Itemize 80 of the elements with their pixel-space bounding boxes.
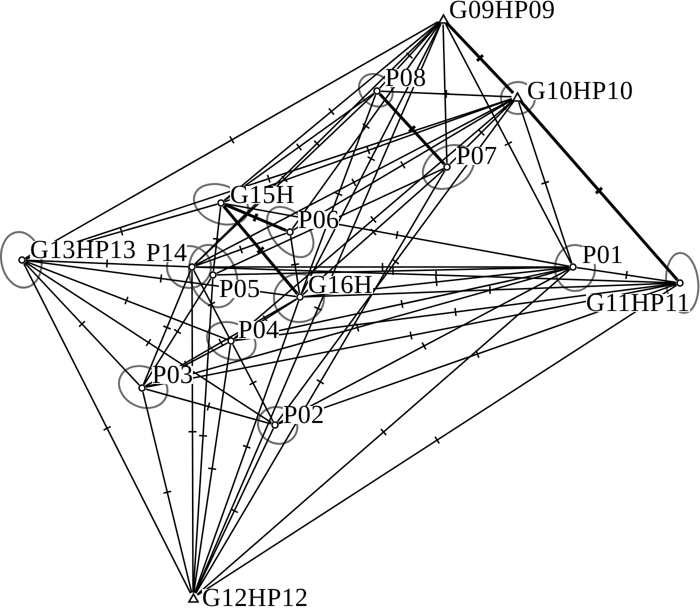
triangle-marker xyxy=(188,593,198,603)
connector-line xyxy=(290,235,300,294)
point-marker xyxy=(209,271,217,279)
connector-line xyxy=(142,270,192,386)
station-label: P02 xyxy=(283,406,324,424)
connector-line xyxy=(194,98,513,266)
connector-line xyxy=(440,24,450,164)
connector-line xyxy=(143,278,212,386)
connector-line xyxy=(232,344,274,422)
station-label: P04 xyxy=(238,321,280,339)
connector-line xyxy=(193,270,230,338)
connector-line xyxy=(188,270,198,594)
connector-line xyxy=(223,92,375,202)
connector-line xyxy=(276,100,514,423)
connector-line xyxy=(223,22,440,202)
point-marker xyxy=(227,337,235,345)
point-marker xyxy=(138,384,146,392)
station-label: G09HP09 xyxy=(449,1,556,19)
connector-line xyxy=(302,168,445,296)
connector-line xyxy=(233,100,514,340)
connector-line xyxy=(300,94,376,294)
connector-line xyxy=(576,266,677,284)
point-marker xyxy=(188,263,196,271)
connector-line xyxy=(234,282,677,342)
station-label: P03 xyxy=(152,366,194,384)
station-label: P06 xyxy=(298,211,340,229)
connector-line xyxy=(193,344,232,594)
point-marker xyxy=(217,199,225,207)
station-label: G13HP13 xyxy=(30,241,136,259)
point-marker xyxy=(443,163,451,171)
connector-line xyxy=(196,268,571,596)
connector-line xyxy=(278,268,570,424)
connector-line xyxy=(24,262,140,386)
connector-line xyxy=(195,170,446,594)
connector-line xyxy=(518,101,572,264)
connector-line xyxy=(142,391,192,594)
connector-line xyxy=(25,258,189,268)
station-label: G11HP11 xyxy=(586,294,690,312)
connector-line xyxy=(222,204,299,296)
point-marker xyxy=(18,256,26,264)
connector-line xyxy=(24,261,272,424)
station-label: P07 xyxy=(456,147,498,165)
connector-line xyxy=(292,99,514,231)
connector-line xyxy=(23,262,192,594)
connector-line xyxy=(145,267,570,388)
connector-line xyxy=(223,203,288,232)
connector-line xyxy=(445,22,515,94)
station-label: G16H xyxy=(308,276,373,294)
point-marker xyxy=(373,87,381,95)
connector-line xyxy=(301,23,442,294)
station-label: P14 xyxy=(146,244,188,262)
connector-line xyxy=(194,428,274,594)
point-marker xyxy=(569,263,577,271)
triangle-marker xyxy=(438,14,448,24)
station-label: P08 xyxy=(385,69,426,87)
station-label: P01 xyxy=(582,246,624,264)
connector-line xyxy=(194,93,375,265)
station-label: P05 xyxy=(219,280,260,298)
point-marker xyxy=(296,293,304,301)
point-marker xyxy=(271,421,279,429)
connector-line xyxy=(234,267,570,341)
connector-line xyxy=(145,388,272,425)
connector-line xyxy=(24,260,228,340)
connector-line xyxy=(519,100,679,282)
connector-line xyxy=(194,300,300,594)
connector-line xyxy=(196,284,678,596)
connector-line xyxy=(378,92,446,166)
point-marker xyxy=(676,279,684,287)
connector-line xyxy=(380,89,512,99)
connector-line xyxy=(224,202,570,268)
connector-line xyxy=(24,20,439,259)
triangle-marker xyxy=(512,92,522,102)
connector-line xyxy=(212,206,222,272)
connector-line xyxy=(195,232,287,266)
connector-line xyxy=(444,23,572,264)
connector-line xyxy=(292,22,441,230)
point-marker xyxy=(286,228,294,236)
station-label: G12HP12 xyxy=(202,589,308,607)
station-label: G15H xyxy=(230,186,295,204)
station-label: G10HP10 xyxy=(527,82,634,100)
